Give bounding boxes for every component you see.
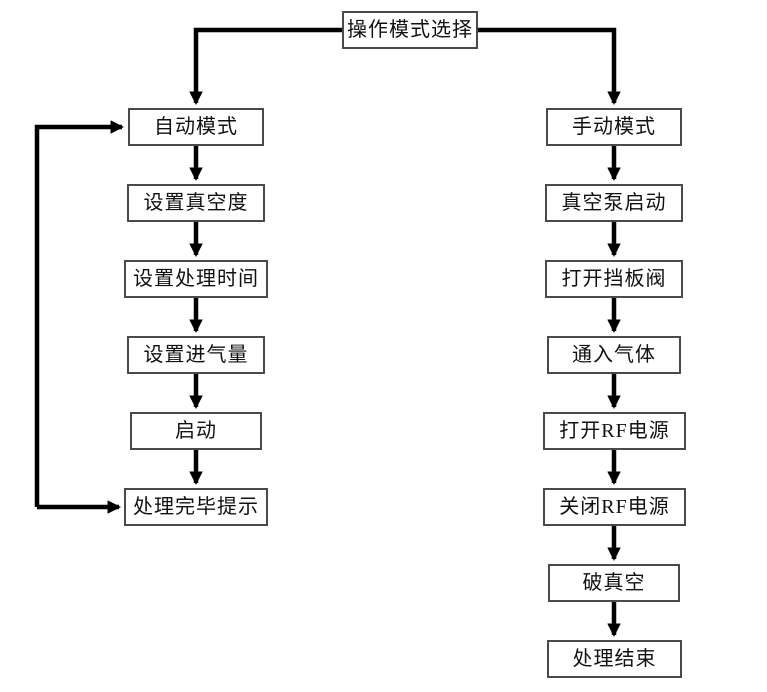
edge-loop-to-auto-mode <box>34 120 125 507</box>
flow-node-open-baffle-valve: 打开挡板阀 <box>545 260 683 298</box>
flow-node-break-vacuum: 破真空 <box>548 564 680 602</box>
flow-node-manual-mode: 手动模式 <box>546 108 682 146</box>
edge-root-to-manual <box>478 27 621 106</box>
edge-root-to-auto <box>189 27 342 106</box>
flow-node-operation-mode-select: 操作模式选择 <box>342 11 478 49</box>
flow-node-set-gas-intake: 设置进气量 <box>127 336 265 374</box>
flow-node-process-end: 处理结束 <box>547 640 682 678</box>
flow-node-set-vacuum-degree: 设置真空度 <box>127 184 265 222</box>
flow-node-set-process-time: 设置处理时间 <box>124 260 268 298</box>
flow-node-start: 启动 <box>130 412 262 450</box>
flow-node-rf-power-on: 打开RF电源 <box>543 412 686 450</box>
flow-node-introduce-gas: 通入气体 <box>547 336 681 374</box>
flow-node-rf-power-off: 关闭RF电源 <box>543 488 686 526</box>
flow-node-vacuum-pump-start: 真空泵启动 <box>545 184 683 222</box>
flow-node-process-done-prompt: 处理完毕提示 <box>124 488 268 526</box>
flow-node-auto-mode: 自动模式 <box>128 108 264 146</box>
